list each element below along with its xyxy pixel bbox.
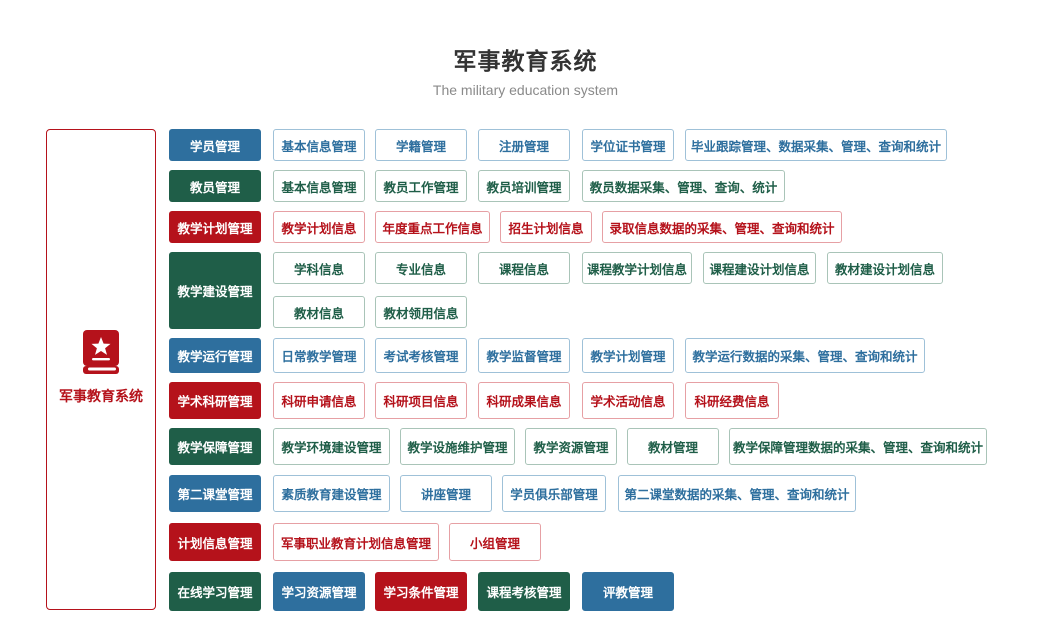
item-vocational-education-plan[interactable]: 军事职业教育计划信息管理 [273, 523, 439, 561]
item-textbook-construction-plan[interactable]: 教材建设计划信息 [827, 252, 943, 284]
item-teacher-basic-info[interactable]: 基本信息管理 [273, 170, 365, 202]
item-second-classroom-data[interactable]: 第二课堂数据的采集、管理、查询和统计 [618, 475, 856, 512]
item-student-club[interactable]: 学员俱乐部管理 [502, 475, 606, 512]
item-teaching-plan-info[interactable]: 教学计划信息 [273, 211, 365, 243]
item-facility-maintenance[interactable]: 教学设施维护管理 [400, 428, 515, 465]
item-textbook-management[interactable]: 教材管理 [627, 428, 719, 465]
item-learning-conditions[interactable]: 学习条件管理 [375, 572, 467, 611]
category-online-learning[interactable]: 在线学习管理 [169, 572, 261, 611]
item-teaching-resources[interactable]: 教学资源管理 [525, 428, 617, 465]
page-subtitle: The military education system [432, 82, 619, 98]
item-textbook-info[interactable]: 教材信息 [273, 296, 365, 328]
item-research-achievement[interactable]: 科研成果信息 [478, 382, 570, 419]
item-teacher-data[interactable]: 教员数据采集、管理、查询、统计 [582, 170, 785, 202]
item-research-funding[interactable]: 科研经费信息 [685, 382, 779, 419]
item-learning-resources[interactable]: 学习资源管理 [273, 572, 365, 611]
system-root-label: 军事教育系统 [59, 388, 143, 405]
item-major-info[interactable]: 专业信息 [375, 252, 467, 284]
item-daily-teaching[interactable]: 日常教学管理 [273, 338, 365, 373]
item-teaching-supervision[interactable]: 教学监督管理 [478, 338, 570, 373]
page-title: 军事教育系统 [453, 49, 598, 75]
item-teacher-training[interactable]: 教员培训管理 [478, 170, 570, 202]
category-teaching-support[interactable]: 教学保障管理 [169, 428, 261, 465]
category-student-management[interactable]: 学员管理 [169, 129, 261, 161]
item-admission-data[interactable]: 录取信息数据的采集、管理、查询和统计 [602, 211, 842, 243]
item-course-info[interactable]: 课程信息 [478, 252, 570, 284]
category-teacher-management[interactable]: 教员管理 [169, 170, 261, 202]
item-support-data[interactable]: 教学保障管理数据的采集、管理、查询和统计 [729, 428, 987, 465]
item-teacher-work[interactable]: 教员工作管理 [375, 170, 467, 202]
item-lecture-management[interactable]: 讲座管理 [400, 475, 492, 512]
item-student-basic-info[interactable]: 基本信息管理 [273, 129, 365, 161]
category-plan-info[interactable]: 计划信息管理 [169, 523, 261, 561]
item-teaching-operation-data[interactable]: 教学运行数据的采集、管理、查询和统计 [685, 338, 925, 373]
item-course-assessment[interactable]: 课程考核管理 [478, 572, 570, 611]
item-textbook-collection[interactable]: 教材领用信息 [375, 296, 467, 328]
category-research-management[interactable]: 学术科研管理 [169, 382, 261, 419]
category-teaching-construction[interactable]: 教学建设管理 [169, 252, 261, 329]
item-research-application[interactable]: 科研申请信息 [273, 382, 365, 419]
item-registration[interactable]: 注册管理 [478, 129, 570, 161]
item-teaching-plan-management[interactable]: 教学计划管理 [582, 338, 674, 373]
item-exam-assessment[interactable]: 考试考核管理 [375, 338, 467, 373]
item-teaching-evaluation[interactable]: 评教管理 [582, 572, 674, 611]
book-star-icon [83, 329, 119, 374]
item-discipline-info[interactable]: 学科信息 [273, 252, 365, 284]
item-course-construction-plan[interactable]: 课程建设计划信息 [703, 252, 816, 284]
item-course-teaching-plan[interactable]: 课程教学计划信息 [582, 252, 692, 284]
item-environment-construction[interactable]: 教学环境建设管理 [273, 428, 390, 465]
category-teaching-operation[interactable]: 教学运行管理 [169, 338, 261, 373]
category-teaching-plan[interactable]: 教学计划管理 [169, 211, 261, 243]
item-graduate-tracking[interactable]: 毕业跟踪管理、数据采集、管理、查询和统计 [685, 129, 947, 161]
item-student-status[interactable]: 学籍管理 [375, 129, 467, 161]
item-degree-certificate[interactable]: 学位证书管理 [582, 129, 674, 161]
category-second-classroom[interactable]: 第二课堂管理 [169, 475, 261, 512]
system-root-box: 军事教育系统 [46, 129, 156, 610]
item-academic-activity[interactable]: 学术活动信息 [582, 382, 674, 419]
item-annual-key-work[interactable]: 年度重点工作信息 [375, 211, 490, 243]
item-enrollment-plan[interactable]: 招生计划信息 [500, 211, 592, 243]
item-quality-education[interactable]: 素质教育建设管理 [273, 475, 390, 512]
item-research-project[interactable]: 科研项目信息 [375, 382, 467, 419]
item-group-management[interactable]: 小组管理 [449, 523, 541, 561]
